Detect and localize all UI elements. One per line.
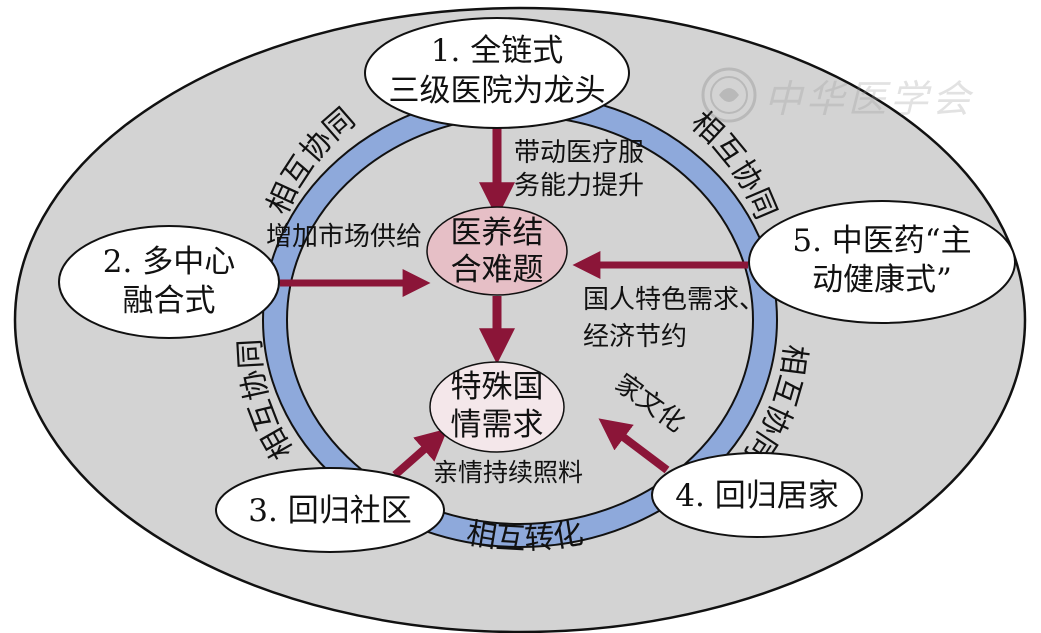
arrow-label-right-line2: 经济节约	[583, 322, 687, 352]
center-bottom-ellipse	[429, 361, 565, 453]
node-top-line1: 1. 全链式	[431, 33, 563, 69]
arrow-label-bottom-left: 亲情持续照料	[433, 458, 583, 487]
node-left-line1: 2. 多中心	[103, 244, 235, 280]
node-left-ellipse	[58, 225, 280, 339]
arrow-bottom-right-to-center	[598, 418, 670, 474]
arrow-label-top-line2: 务能力提升	[514, 171, 644, 201]
watermark: 中华医学会	[700, 66, 974, 124]
arrow-label-right-line1: 国人特色需求、	[583, 285, 765, 315]
node-left-line2: 融合式	[123, 283, 216, 319]
arrow-label-left: 增加市场供给	[266, 222, 422, 252]
center-bottom-line1: 特殊国	[451, 369, 544, 405]
center-top-ellipse	[426, 206, 568, 296]
arrow-bottom-left-to-center	[392, 428, 448, 479]
node-top-line2: 三级医院为龙头	[389, 73, 606, 109]
node-right-line2: 动健康式”	[812, 262, 952, 298]
seal-icon	[701, 67, 757, 123]
node-top-ellipse	[364, 17, 630, 129]
center-bottom-line2: 情需求	[451, 407, 544, 443]
node-bottom-right-ellipse	[651, 452, 863, 538]
node-bottom-left-ellipse	[215, 467, 445, 553]
node-right-ellipse	[748, 200, 1016, 324]
arrow-label-top-line1: 带动医疗服	[514, 138, 644, 168]
node-right-line1: 5. 中医药“主	[792, 223, 971, 259]
watermark-text: 中华医学会	[764, 76, 975, 121]
node-bottom-right-label: 4. 回归居家	[675, 478, 838, 514]
center-top-line1: 医养结	[451, 215, 544, 251]
center-top-line2: 合难题	[451, 252, 544, 288]
node-bottom-left-label: 3. 回归社区	[248, 493, 411, 529]
